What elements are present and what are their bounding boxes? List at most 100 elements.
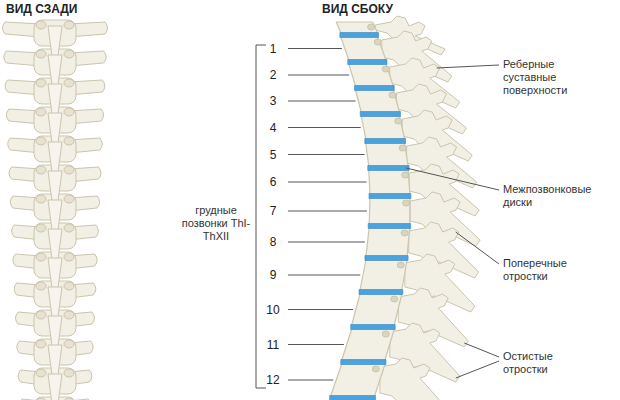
spinous-process — [48, 258, 62, 290]
part-leader — [456, 232, 499, 264]
articular-process — [64, 79, 74, 87]
spinous-process — [48, 229, 62, 261]
vertebral-bodies — [331, 22, 410, 396]
vertebral-arch — [380, 358, 450, 400]
costal-facet — [374, 39, 381, 45]
articular-process — [36, 195, 46, 203]
number-leader — [288, 309, 353, 310]
costal-facet — [402, 172, 409, 178]
part-leader — [464, 343, 499, 357]
spinous-process — [48, 84, 62, 116]
number-leader — [288, 211, 367, 212]
articular-process — [64, 398, 74, 400]
group-label: грудные позвонки ThI-ThXII — [180, 204, 252, 243]
vertebral-body — [336, 22, 377, 33]
spinous-process — [48, 316, 62, 348]
disc — [341, 360, 386, 365]
articular-process — [36, 137, 46, 145]
callout-number: 6 — [262, 175, 284, 189]
part-label: Межпозвонковые диски — [503, 183, 599, 209]
vertebral-body — [366, 228, 410, 256]
spinous-process — [48, 345, 62, 377]
articular-process — [64, 311, 74, 319]
disc — [368, 166, 409, 171]
number-leader — [288, 275, 360, 276]
number-leader — [288, 154, 365, 155]
number-leader — [288, 48, 342, 49]
articular-process — [36, 108, 46, 116]
articular-process — [36, 21, 46, 29]
callout-number: 5 — [262, 148, 284, 162]
spinous-process — [48, 287, 62, 319]
costal-facet — [389, 92, 396, 98]
costal-facet — [391, 296, 398, 302]
part-label: Реберные суставные поверхности — [503, 58, 599, 97]
articular-process — [64, 224, 74, 232]
costal-facet — [403, 200, 410, 206]
number-leader — [288, 75, 349, 76]
disc — [348, 60, 387, 65]
leader-lines — [256, 45, 499, 388]
articular-process — [36, 340, 46, 348]
costal-facet — [397, 262, 404, 268]
articular-process — [36, 398, 46, 400]
costal-facet — [399, 145, 406, 151]
callout-number: 2 — [262, 68, 284, 82]
vertebral-body — [369, 170, 410, 194]
costal-facet — [368, 24, 375, 30]
spinous-process — [48, 374, 62, 400]
spinous-process — [48, 113, 62, 145]
disc — [369, 194, 411, 199]
disc — [330, 396, 376, 400]
costal-facet — [382, 66, 389, 72]
view-heading: ВИД СЗАДИ — [4, 2, 79, 16]
articular-process — [64, 253, 74, 261]
articular-process — [64, 369, 74, 377]
callout-number: 8 — [262, 235, 284, 249]
vertebral-body — [366, 143, 408, 166]
disc — [365, 256, 408, 261]
articular-process — [36, 224, 46, 232]
part-leader — [456, 361, 499, 378]
articular-process — [64, 282, 74, 290]
callout-number: 1 — [262, 42, 284, 56]
articular-process — [64, 21, 74, 29]
articular-process — [36, 311, 46, 319]
articular-process — [64, 50, 74, 58]
spinous-process — [48, 171, 62, 203]
view-heading: ВИД СБОКУ — [320, 2, 395, 16]
vertebral-body — [341, 37, 386, 60]
vertebral-body — [342, 329, 394, 360]
number-leader — [288, 380, 333, 381]
vertebral-body — [361, 116, 404, 139]
articular-process — [36, 166, 46, 174]
articular-process — [36, 369, 46, 377]
articular-process — [64, 108, 74, 116]
callout-number: 12 — [262, 373, 284, 387]
articular-process — [36, 282, 46, 290]
vertebral-body — [369, 198, 410, 224]
disc — [354, 86, 394, 91]
vertebral-body — [355, 90, 399, 112]
laminae — [34, 20, 76, 400]
vertebral-body — [331, 364, 385, 396]
spinous-processes — [48, 26, 62, 400]
spinous-process — [48, 200, 62, 232]
number-leader — [288, 182, 367, 183]
vertebral-body — [360, 260, 407, 290]
costal-facet — [372, 366, 379, 372]
callout-number: 9 — [262, 268, 284, 282]
spinous-process — [48, 55, 62, 87]
callout-number: 10 — [262, 303, 284, 317]
spinous-process — [48, 142, 62, 174]
vertebral-body — [352, 294, 402, 325]
part-label: Поперечные отростки — [503, 257, 599, 283]
disc — [359, 290, 403, 295]
part-label: Остистые отростки — [503, 350, 599, 376]
bracket — [256, 45, 266, 388]
part-leader — [406, 168, 499, 190]
callout-number: 11 — [262, 338, 284, 352]
articular-process — [64, 166, 74, 174]
callout-number: 4 — [262, 121, 284, 135]
number-leader — [288, 127, 361, 128]
